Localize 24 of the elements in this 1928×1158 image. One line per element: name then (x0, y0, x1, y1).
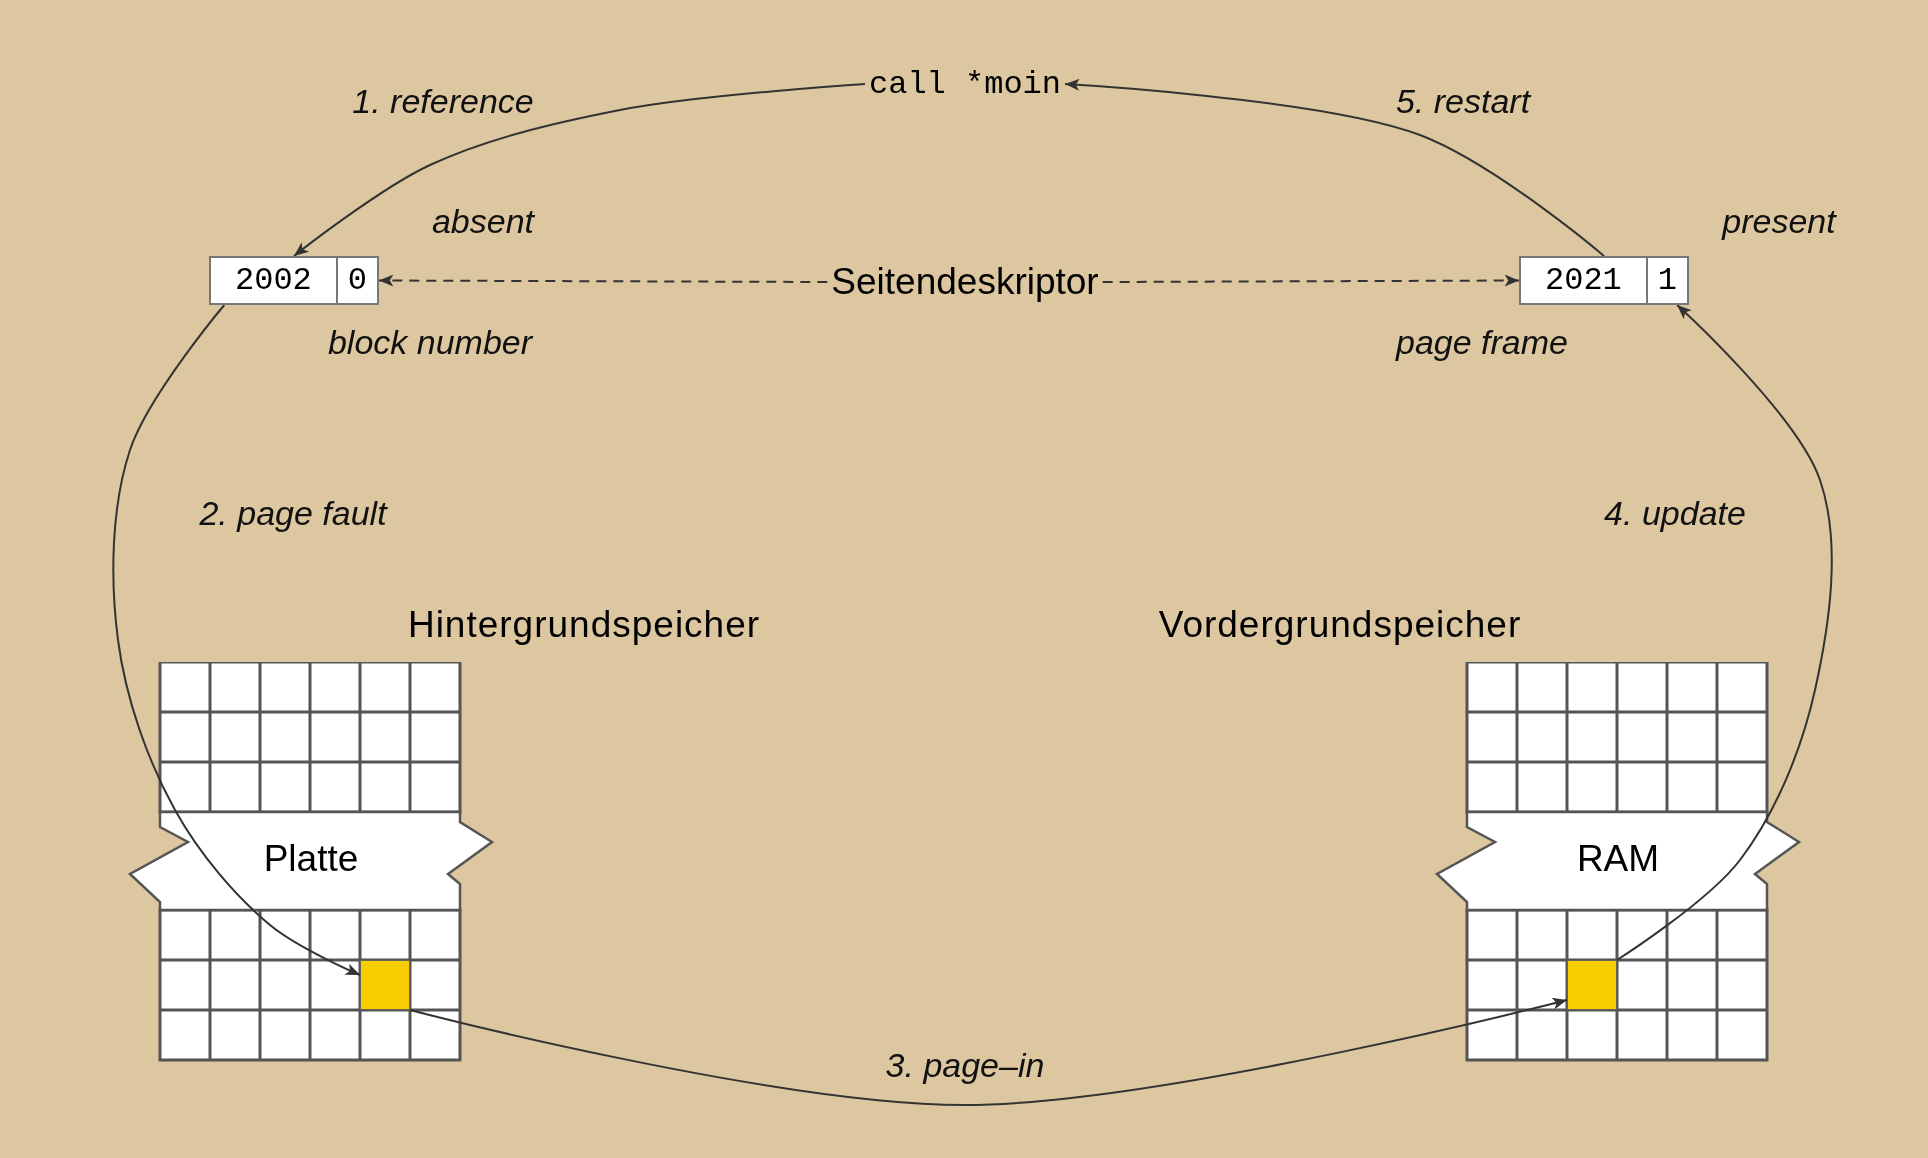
memory-heading: Hintergrundspeicher (407, 604, 761, 646)
page-descriptor-box (1519, 256, 1689, 305)
descriptor-field: 2021 (1521, 258, 1646, 303)
descriptor-field: 2002 (211, 258, 336, 303)
dashed-arrow (378, 274, 829, 287)
descriptor-field: 0 (335, 258, 377, 303)
highlighted-page-cell (1567, 960, 1617, 1010)
field-caption: block number (327, 322, 533, 362)
arrow (112, 304, 361, 976)
code-label: call *moin (865, 65, 1065, 103)
descriptor-field: 1 (1645, 258, 1687, 303)
memory-label: RAM (1576, 838, 1660, 880)
field-caption: present (1722, 201, 1836, 241)
page-descriptor-box (209, 256, 379, 305)
arrow (409, 997, 1568, 1106)
memory-label: Platte (263, 838, 359, 880)
field-caption: absent (431, 201, 535, 241)
arrow (1064, 78, 1605, 257)
memory-heading: Vordergrundspeicher (1158, 604, 1522, 646)
dashed-arrow (1101, 274, 1520, 287)
field-caption: page frame (1396, 322, 1568, 362)
text-label: Seitendeskriptor (827, 261, 1103, 303)
arrow (293, 83, 866, 257)
highlighted-page-cell (360, 960, 410, 1010)
